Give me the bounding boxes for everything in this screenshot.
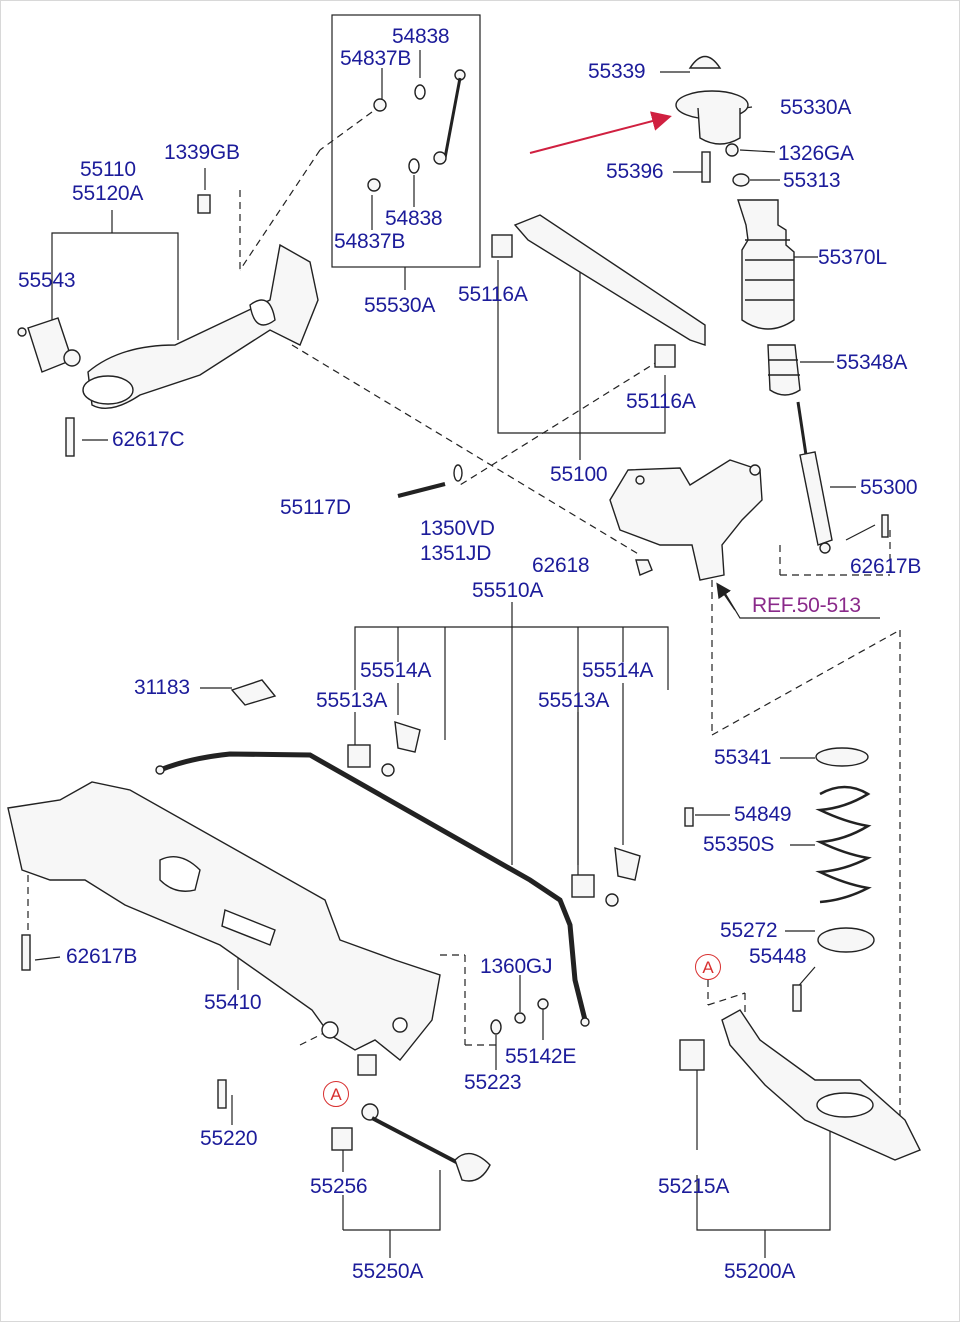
part-label-55250a: 55250A: [352, 1260, 424, 1283]
highlight-arrow: [529, 111, 672, 154]
part-label-54837b-top: 54837B: [340, 47, 412, 70]
part-label-1326ga: 1326GA: [778, 142, 854, 165]
part-label-55223: 55223: [464, 1071, 522, 1094]
part-label-55448: 55448: [749, 945, 807, 968]
part-label-62617b-top: 62617B: [850, 555, 922, 578]
part-label-55200a: 55200A: [724, 1260, 796, 1283]
part-label-55396: 55396: [606, 160, 664, 183]
part-label-55543: 55543: [18, 269, 76, 292]
pad-part: [230, 679, 277, 706]
part-label-55510a: 55510A: [472, 579, 544, 602]
part-label-55300: 55300: [860, 476, 918, 499]
crossmember-part: [7, 781, 694, 1109]
part-label-55530a: 55530A: [364, 294, 436, 317]
bump-stop-part: [767, 344, 801, 396]
part-label-55215a: 55215A: [658, 1175, 730, 1198]
part-label-55339: 55339: [588, 60, 646, 83]
part-label-55116a-top: 55116A: [458, 283, 528, 306]
part-label-62618: 62618: [532, 554, 590, 577]
lower-control-arm-part: [679, 1009, 921, 1161]
part-label-55350s: 55350S: [703, 833, 775, 856]
part-label-55220: 55220: [200, 1127, 258, 1150]
part-label-1350vd: 1350VD: [420, 517, 495, 540]
part-label-55272: 55272: [720, 919, 778, 942]
part-label-55110: 55110: [80, 158, 136, 181]
part-label-55514a-right: 55514A: [582, 659, 654, 682]
dust-boot-part: [737, 199, 795, 330]
upper-control-arm-part: [491, 214, 706, 368]
part-label-55116a-bottom: 55116A: [626, 390, 696, 413]
strut-mount-part: [675, 55, 750, 187]
part-label-54837b-bottom: 54837B: [334, 230, 406, 253]
stabilizer-bushing-part: [347, 721, 641, 907]
part-label-1339gb: 1339GB: [164, 141, 240, 164]
part-label-55330a: 55330A: [780, 96, 852, 119]
part-label-55256: 55256: [310, 1175, 368, 1198]
coil-spring-part: [792, 747, 875, 1012]
part-label-55120a: 55120A: [72, 182, 144, 205]
part-label-55142e: 55142E: [505, 1045, 577, 1068]
part-label-55313: 55313: [783, 169, 841, 192]
part-label-54838-bottom: 54838: [385, 207, 443, 230]
part-label-55370l: 55370L: [818, 246, 887, 269]
part-label-1351jd: 1351JD: [420, 542, 492, 565]
part-label-54838-top: 54838: [392, 25, 450, 48]
part-label-55410: 55410: [204, 991, 262, 1014]
stabilizer-link-part: [367, 69, 466, 192]
knuckle-part: [397, 459, 763, 581]
part-label-1360gj: 1360GJ: [480, 955, 553, 978]
part-label-55348a: 55348A: [836, 351, 908, 374]
part-label-62617b-left: 62617B: [66, 945, 138, 968]
part-label-31183: 31183: [134, 676, 190, 699]
part-label-55341: 55341: [714, 746, 772, 769]
part-label-62617c: 62617C: [112, 428, 185, 451]
part-label-54849: 54849: [734, 803, 792, 826]
shock-absorber-part: [796, 401, 889, 554]
connection-marker-a-right: A: [695, 954, 721, 980]
reference-label: REF.50-513: [752, 594, 861, 617]
connection-marker-a-left: A: [323, 1081, 349, 1107]
assist-link-part: [331, 1054, 491, 1182]
part-label-55513a-right: 55513A: [538, 689, 610, 712]
part-label-55514a-left: 55514A: [360, 659, 432, 682]
trailing-arm-part: [17, 194, 319, 457]
stabilizer-bar-part: [155, 751, 590, 1027]
part-label-55100: 55100: [550, 463, 608, 486]
part-label-55117d: 55117D: [280, 496, 351, 519]
part-label-55513a-left: 55513A: [316, 689, 388, 712]
